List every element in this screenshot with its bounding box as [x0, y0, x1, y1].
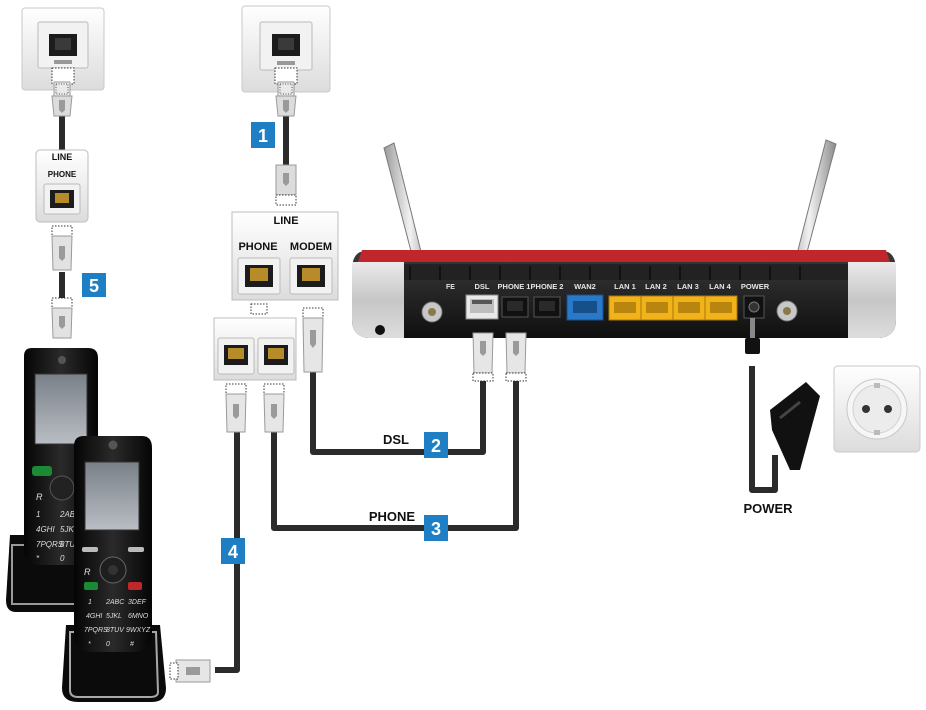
- power-jack: [745, 318, 760, 354]
- port-lan1: [608, 295, 642, 321]
- svg-text:7PQRS: 7PQRS: [36, 540, 64, 549]
- svg-text:#: #: [130, 641, 134, 648]
- splitter-center-modem-label: MODEM: [290, 241, 332, 253]
- splitter-left: LINE PHONE: [35, 149, 89, 223]
- plug-left-top: [51, 225, 73, 271]
- svg-text:2: 2: [431, 436, 441, 456]
- splitter-center-phone-label: PHONE: [238, 241, 277, 253]
- svg-text:1: 1: [88, 599, 92, 606]
- svg-text:4GHI: 4GHI: [86, 613, 102, 620]
- splitter-center-line-label: LINE: [273, 215, 298, 227]
- svg-text:5JKL: 5JKL: [106, 613, 122, 620]
- handset-front: R 1 2ABC 3DEF 4GHI 5JKL 6MNO 7PQRS 8TUV …: [62, 436, 166, 702]
- port-label-phone2: PHONE 2: [531, 282, 564, 291]
- splitter-center: LINE PHONE MODEM: [231, 211, 339, 301]
- splitter-left-phone-label: PHONE: [48, 170, 77, 179]
- handset-screen: [84, 461, 140, 531]
- wall-jack-center: [241, 5, 331, 117]
- double-adapter: [213, 317, 297, 381]
- plug-adapter-left: [225, 383, 247, 433]
- cable-power: [749, 366, 778, 493]
- plug-modem: [302, 307, 324, 373]
- port-phone2: [533, 296, 561, 318]
- port-lan4: [704, 295, 738, 321]
- port-label-lan2: LAN 2: [645, 282, 667, 291]
- port-label-fe: FE: [446, 284, 455, 291]
- svg-text:6MNO: 6MNO: [128, 613, 149, 620]
- port-label-lan1: LAN 1: [614, 282, 636, 291]
- svg-text:2ABC: 2ABC: [59, 510, 81, 519]
- plug-base: [169, 659, 211, 683]
- port-power: [743, 295, 765, 319]
- port-dsl: [465, 294, 499, 320]
- port-label-lan3: LAN 3: [677, 282, 699, 291]
- plug-splitter-line: [275, 164, 297, 206]
- svg-text:5: 5: [89, 276, 99, 296]
- port-wan2: [566, 294, 604, 321]
- cables: [59, 110, 778, 673]
- port-label-phone1: PHONE 1: [498, 282, 531, 291]
- port-lan2: [640, 295, 674, 321]
- call-key-icon: [84, 582, 98, 590]
- plug-router-phone1: [505, 332, 527, 382]
- plug-adapter-right: [263, 383, 285, 433]
- cable-4: [215, 432, 240, 673]
- cable-label-dsl: DSL: [383, 432, 409, 447]
- cable-label-phone: PHONE: [369, 509, 416, 524]
- badge-3: 3: [424, 515, 448, 541]
- cable-dsl: [310, 370, 486, 455]
- earpiece-icon: [108, 440, 118, 450]
- svg-text:5JKL: 5JKL: [60, 525, 78, 534]
- svg-text:4GHI: 4GHI: [36, 525, 55, 534]
- router-accent-stripe: [358, 250, 890, 262]
- svg-text:4: 4: [228, 542, 238, 562]
- wall-socket: [833, 365, 921, 453]
- svg-text:*: *: [88, 641, 91, 648]
- badge-5: 5: [82, 273, 106, 297]
- svg-text:8TUV: 8TUV: [106, 627, 125, 634]
- badge-2: 2: [424, 432, 448, 458]
- port-phone1: [501, 296, 529, 318]
- badge-1: 1: [251, 122, 275, 148]
- wall-jack-left: [21, 7, 105, 117]
- splitter-left-line-label: LINE: [52, 152, 73, 162]
- svg-text:0: 0: [60, 554, 65, 563]
- svg-text:0: 0: [106, 641, 110, 648]
- svg-text:*: *: [36, 554, 40, 563]
- end-key-icon: [128, 582, 142, 590]
- svg-text:3DEF: 3DEF: [128, 599, 147, 606]
- svg-text:R: R: [84, 567, 91, 577]
- svg-text:8TUV: 8TUV: [60, 540, 81, 549]
- svg-text:1: 1: [36, 510, 40, 519]
- svg-text:9WXYZ: 9WXYZ: [126, 627, 151, 634]
- port-lan3: [672, 295, 706, 321]
- port-label-dsl: DSL: [475, 282, 490, 291]
- plug-left-bottom: [51, 297, 73, 339]
- svg-text:2ABC: 2ABC: [105, 599, 125, 606]
- svg-text:3: 3: [431, 519, 441, 539]
- power-plug: [770, 382, 820, 470]
- plug-splitter-phone: [250, 303, 268, 315]
- badge-4: 4: [221, 538, 245, 564]
- svg-text:R: R: [36, 492, 43, 502]
- power-label: POWER: [743, 501, 793, 516]
- svg-text:1: 1: [258, 126, 268, 146]
- port-label-wan2: WAN2: [574, 282, 596, 291]
- router: FE DSL PHONE 1 PHONE 2 WAN2 LAN 1 LAN 2 …: [352, 139, 896, 338]
- port-label-power: POWER: [741, 282, 770, 291]
- svg-text:7PQRS: 7PQRS: [84, 627, 108, 634]
- port-label-lan4: LAN 4: [709, 282, 731, 291]
- plug-router-dsl: [472, 332, 494, 382]
- cable-phone: [271, 370, 519, 531]
